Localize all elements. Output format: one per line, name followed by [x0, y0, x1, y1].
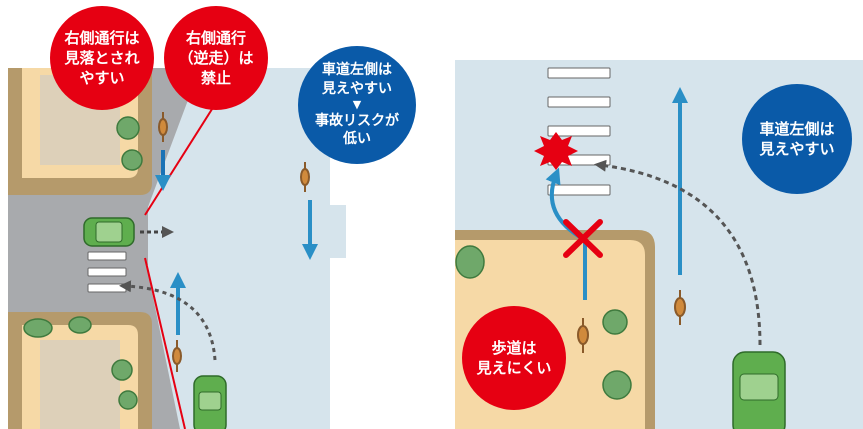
car-icon	[83, 217, 135, 247]
callout-sidewalk-hard-to-see: 歩道は 見えにくい	[462, 306, 566, 410]
callout-line: やすい	[79, 69, 125, 88]
callout-wrong-way-prohibited: 右側通行 （逆走）は 禁止	[164, 6, 268, 110]
bicycle-icon	[158, 112, 310, 372]
tree-icon	[23, 116, 143, 410]
tree-icon	[455, 245, 632, 400]
crosswalk-icon	[87, 251, 127, 293]
callout-left-side-visible-right: 車道左側は 見えやすい	[742, 84, 852, 194]
sightline	[144, 257, 186, 429]
callout-line: 車道左側は	[759, 119, 835, 138]
view-arrow	[594, 159, 762, 346]
callout-line: 低い	[343, 131, 371, 148]
callout-line: 見えやすい	[322, 80, 392, 97]
car-icon	[193, 375, 227, 429]
callout-line: 右側通行	[185, 28, 246, 47]
car-icon	[732, 351, 786, 429]
callout-line: 事故リスクが	[315, 112, 399, 129]
callout-right-side-overlooked: 右側通行は 見落とされ やすい	[50, 6, 154, 110]
bicycle-icon	[577, 290, 686, 353]
callout-line: 見落とされ	[64, 48, 140, 67]
callout-line: 車道左側は	[322, 61, 392, 78]
view-arrow	[119, 280, 217, 361]
down-triangle-icon: ▼	[352, 98, 362, 112]
cross-mark-icon	[563, 219, 603, 258]
callout-line: 禁止	[200, 69, 231, 88]
callout-left-side-visible: 車道左側は 見えやすい ▼ 事故リスクが 低い	[298, 46, 416, 164]
callout-line: 歩道は	[491, 338, 537, 357]
collision-icon	[534, 132, 578, 170]
callout-line: 見えやすい	[759, 140, 835, 158]
left-scene	[8, 67, 350, 429]
callout-line: （逆走）は	[178, 48, 254, 67]
building-block	[330, 258, 350, 429]
callout-line: 右側通行は	[64, 28, 140, 47]
callout-line: 見えにくい	[476, 359, 552, 377]
